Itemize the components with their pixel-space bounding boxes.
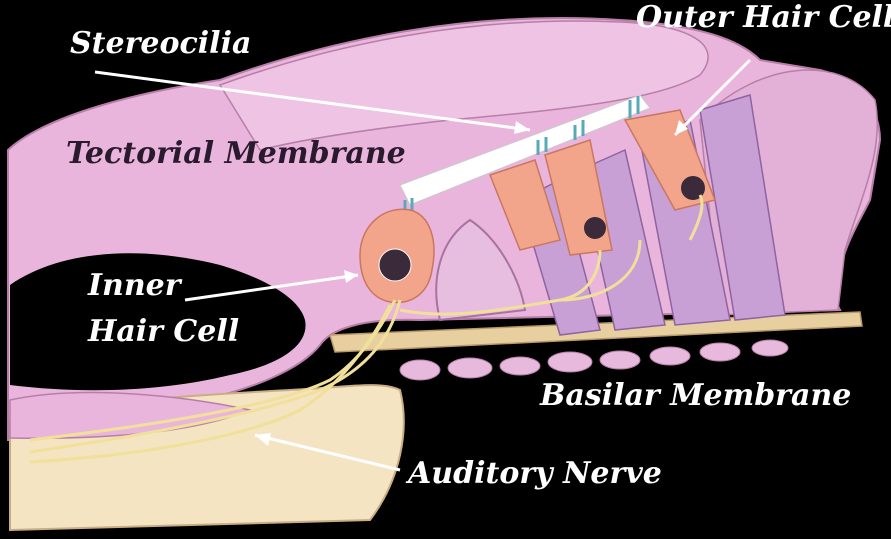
stereocilia-arrowhead	[514, 121, 530, 134]
inner-hair-cell-nucleus	[378, 248, 412, 282]
inner-hair-cell-label-line1: Inner	[88, 268, 181, 303]
outer-hair-cell-nucleus-1	[584, 217, 606, 239]
tunnel-of-corti	[435, 218, 527, 322]
stereocilia-label: Stereocilia	[70, 26, 252, 61]
pointer-lines	[94, 58, 752, 472]
inner-hair-cell-label-line2: Hair Cell	[88, 314, 240, 349]
inner-hair-cell-arrowhead	[344, 270, 358, 283]
inner-sulcus-cavity	[10, 253, 306, 391]
auditory-nerve-label: Auditory Nerve	[408, 456, 662, 491]
tympanic-border-cells	[399, 339, 789, 381]
tectorial-membrane-label: Tectorial Membrane	[66, 136, 406, 171]
outer-hair-cell-arrowhead	[675, 120, 688, 135]
stereocilia-tufts	[403, 96, 640, 215]
outer-hair-cell-nucleus-2	[681, 176, 705, 200]
basilar-membrane-label: Basilar Membrane	[540, 378, 852, 413]
tectorial-band	[399, 94, 651, 206]
tectorial-membrane-shape	[218, 20, 709, 151]
outer-hair-cell-label: Outer Hair Cell	[636, 0, 891, 35]
nerve-fibers	[29, 194, 704, 464]
auditory-nerve-arrowhead	[255, 433, 271, 446]
